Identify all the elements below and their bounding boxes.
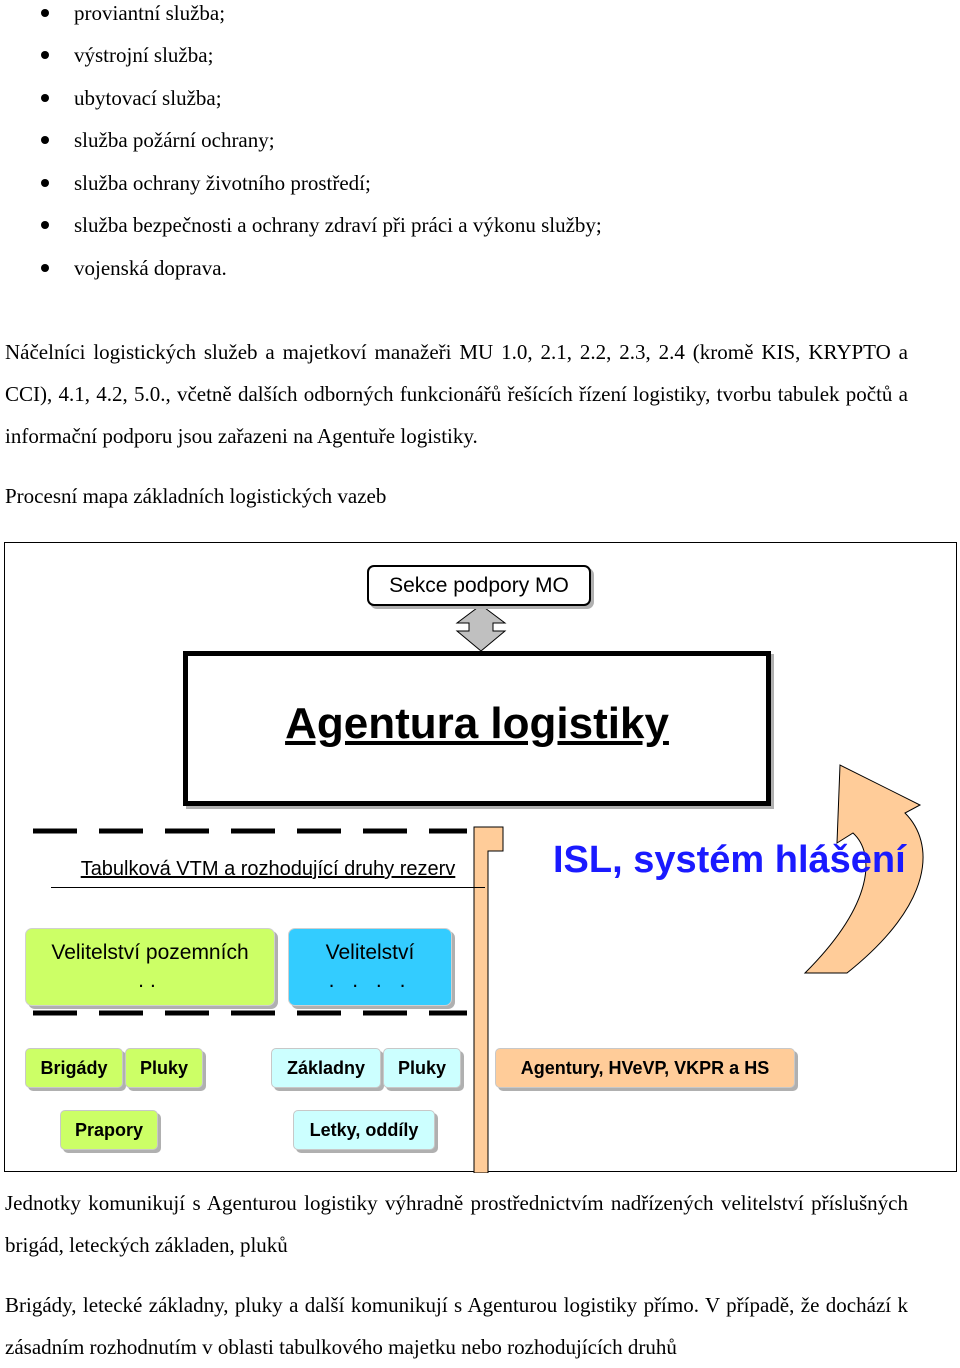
curved-arrow-icon [803, 764, 924, 974]
bullet-item: vojenská doprava. [41, 256, 227, 280]
command-land-label: Velitelství pozemních [51, 941, 249, 964]
double-arrow-icon [455, 604, 507, 652]
diagram-arrows [33, 604, 924, 1173]
isl-label: ISL, systém hlášení [553, 839, 906, 881]
section-support-box: Sekce podpory MO [367, 565, 591, 606]
command-land-box: Velitelství pozemních .. [25, 928, 275, 1006]
paragraph-direct-communication: Brigády, letecké základny, pluky a další… [5, 1293, 908, 1359]
diagram-heading: Procesní mapa základních logistických va… [5, 484, 387, 508]
unit-agencies: Agentury, HVeVP, VKPR a HS [495, 1048, 795, 1088]
up-arrow-icon [473, 826, 504, 1173]
bullet-item: výstrojní služba; [40, 43, 214, 67]
unit-regiments-land: Pluky [125, 1048, 203, 1088]
bullet-item: služba ochrany životního prostředí; [41, 171, 371, 195]
unit-bases: Základny [271, 1048, 381, 1088]
command-air-label: Velitelství [325, 941, 415, 964]
command-air-cut: . . . . [328, 969, 412, 992]
bullet-item: služba požární ochrany; [41, 128, 275, 152]
bullet-item: služba bezpečnosti a ochrany zdraví při … [41, 213, 602, 237]
unit-battalions: Prapory [60, 1110, 158, 1150]
bullet-item: proviantní služba; [40, 1, 226, 25]
command-air-box: Velitelství . . . . [288, 928, 452, 1006]
logistics-agency-box: Agentura logistiky [183, 651, 771, 806]
bullet-item: ubytovací služba; [41, 86, 222, 110]
unit-squadrons: Letky, oddíly [293, 1110, 435, 1150]
paragraph-agency-staff: Náčelníci logistických služeb a majetkov… [5, 340, 908, 448]
tabular-label: Tabulková VTM a rozhodující druhy rezerv [51, 851, 485, 888]
unit-brigades: Brigády [25, 1048, 123, 1088]
paragraph-units-communication: Jednotky komunikují s Agenturou logistik… [5, 1191, 908, 1257]
command-land-cut: .. [138, 969, 162, 992]
unit-regiments-air: Pluky [383, 1048, 461, 1088]
process-map-diagram: Sekce podpory MO Agentura logistiky Tabu… [4, 542, 957, 1173]
